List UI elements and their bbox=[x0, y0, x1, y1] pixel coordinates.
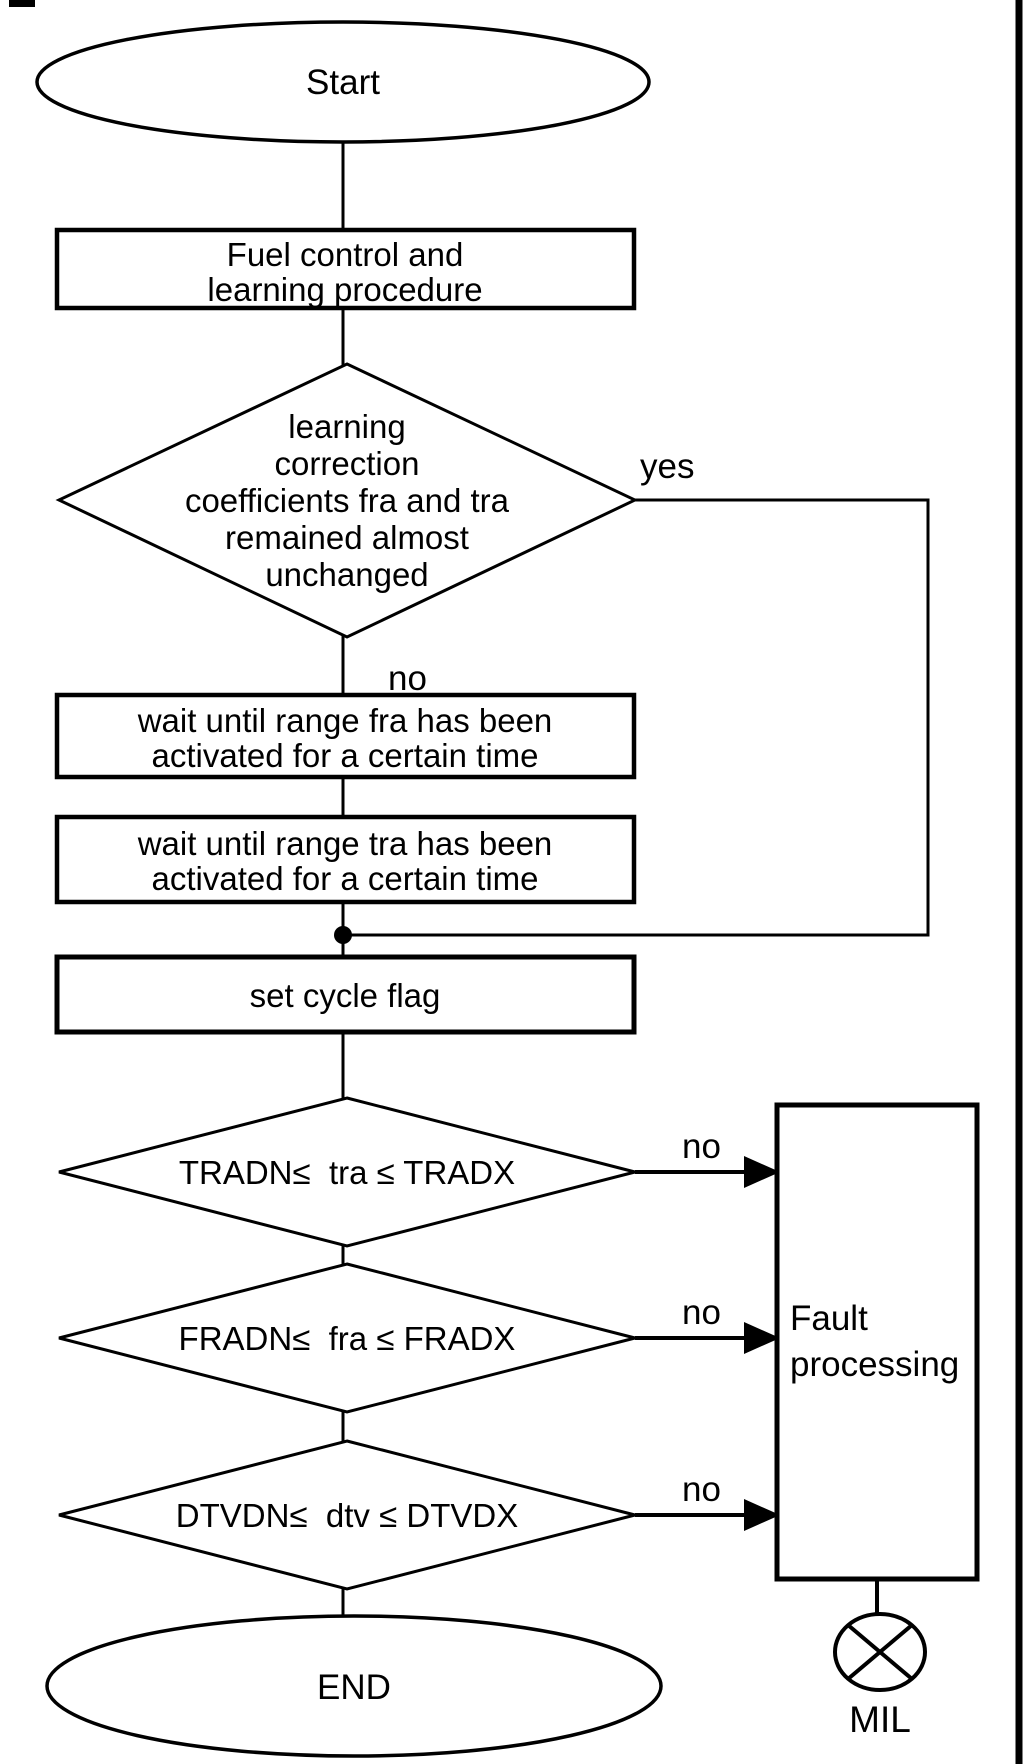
learning-check-label-line1: learning bbox=[288, 408, 405, 445]
learning-check-decision bbox=[55, 362, 639, 639]
wait-tra-label-line1: wait until range tra has been bbox=[137, 825, 553, 862]
wait-fra-label-line2: activated for a certain time bbox=[151, 737, 538, 774]
fuel-control-process bbox=[54, 227, 637, 311]
junction-dot bbox=[334, 926, 352, 944]
learning-check-label-line4: remained almost bbox=[225, 519, 469, 556]
wait-tra-label-line2: activated for a certain time bbox=[151, 860, 538, 897]
start-label: Start bbox=[306, 63, 380, 102]
end-terminal bbox=[45, 1614, 663, 1758]
no-fra-arrowhead bbox=[744, 1322, 780, 1354]
learning-check-label-line3: coefficients fra and tra bbox=[185, 482, 510, 519]
set-cycle-flag-label: set cycle flag bbox=[250, 977, 441, 1014]
yes-return-line bbox=[343, 498, 930, 937]
fra-range-decision bbox=[58, 1262, 636, 1414]
wait-tra-process bbox=[54, 814, 637, 905]
no-tra-arrowhead bbox=[744, 1156, 780, 1188]
learning-check-label-line5: unchanged bbox=[265, 556, 428, 593]
wait-fra-label-line1: wait until range fra has been bbox=[137, 702, 553, 739]
learning-check-label-line2: correction bbox=[275, 445, 420, 482]
yes-edge-label: yes bbox=[640, 447, 694, 486]
tra-range-label: TRADN≤ tra ≤ TRADX bbox=[179, 1154, 515, 1191]
fuel-control-label-line2: learning procedure bbox=[207, 271, 482, 308]
dtv-range-decision bbox=[58, 1439, 636, 1591]
top-edge-artifact bbox=[9, 0, 35, 7]
wait-fra-process bbox=[54, 692, 637, 780]
no-dtv-edge-label: no bbox=[682, 1470, 721, 1509]
mil-label: MIL bbox=[849, 1699, 911, 1740]
end-label: END bbox=[317, 1668, 391, 1707]
fra-range-label: FRADN≤ fra ≤ FRADX bbox=[179, 1320, 516, 1357]
tra-range-decision bbox=[58, 1096, 636, 1248]
fault-processing-box bbox=[774, 1102, 980, 1582]
fuel-control-label-line1: Fuel control and bbox=[227, 236, 464, 273]
no-dtv-arrowhead bbox=[744, 1499, 780, 1531]
no-tra-edge-label: no bbox=[682, 1127, 721, 1166]
start-terminal bbox=[35, 20, 651, 144]
mil-lamp-icon bbox=[833, 1612, 927, 1692]
dtv-range-label: DTVDN≤ dtv ≤ DTVDX bbox=[176, 1497, 518, 1534]
fault-processing-label-line2: processing bbox=[790, 1345, 959, 1384]
set-cycle-flag-process bbox=[54, 954, 637, 1035]
no-learning-edge-label: no bbox=[388, 659, 427, 698]
no-fra-edge-label: no bbox=[682, 1293, 721, 1332]
fault-processing-label-line1: Fault bbox=[790, 1299, 868, 1338]
